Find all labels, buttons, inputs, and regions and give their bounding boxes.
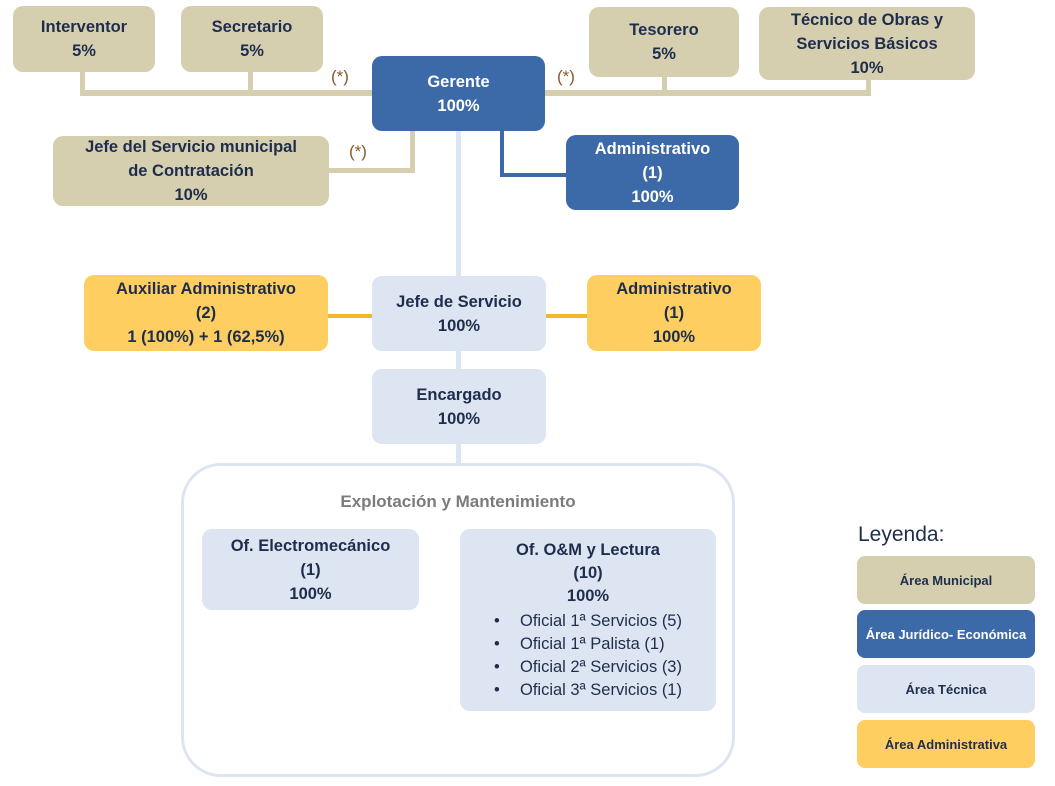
connector-municipal-bus-right	[544, 90, 871, 96]
node-count: (2)	[195, 304, 217, 322]
node-title: Auxiliar Administrativo	[115, 280, 296, 298]
node-tecnico-obras: Técnico de Obras y Servicios Básicos 10%	[759, 7, 975, 80]
connector-interventor	[80, 72, 85, 94]
node-percentage: 5%	[652, 45, 676, 63]
node-title-line-2: de Contratación	[128, 162, 254, 180]
asterisk-note-contratacion: (*)	[349, 142, 367, 161]
bullet-icon: •	[494, 635, 500, 653]
connector-auxiliar	[327, 314, 373, 318]
list-item: • Oficial 1ª Servicios (5)	[494, 610, 682, 633]
list-item-label: Oficial 2ª Servicios (3)	[520, 658, 682, 676]
node-title: Administrativo	[594, 139, 711, 158]
connector-contratacion-horizontal	[328, 168, 415, 173]
node-title: Jefe de Servicio	[396, 292, 522, 311]
node-percentage: 10%	[850, 58, 884, 77]
node-secretario: Secretario 5%	[181, 6, 323, 72]
connector-encargado-group	[456, 443, 461, 465]
list-item-label: Oficial 3ª Servicios (1)	[520, 681, 682, 699]
staff-breakdown-list: • Oficial 1ª Servicios (5) • Oficial 1ª Pa…	[494, 610, 682, 702]
legend-title: Leyenda:	[858, 523, 945, 546]
legend-item-area-tecnica: Área Técnica	[857, 665, 1035, 713]
node-administrativo-juridico: Administrativo (1) 100%	[566, 135, 739, 210]
connector-secretario	[248, 72, 253, 94]
list-item: • Oficial 2ª Servicios (3)	[494, 656, 682, 679]
node-title-line-1: Jefe del Servicio municipal	[85, 138, 297, 156]
legend-item-area-municipal: Área Municipal	[857, 556, 1035, 604]
legend-item-area-juridico-economica: Área Jurídico- Económica	[857, 610, 1035, 658]
node-percentage: 5%	[72, 42, 96, 60]
node-percentage: 100%	[566, 587, 610, 605]
node-title: Tesorero	[629, 21, 699, 39]
node-percentage: 10%	[174, 186, 208, 204]
connector-tecnico-obras	[866, 80, 871, 94]
connector-municipal-bus-left	[80, 90, 373, 96]
node-percentage: 100%	[631, 187, 674, 206]
node-count: (1)	[300, 560, 321, 579]
node-interventor: Interventor 5%	[13, 6, 155, 72]
node-count: (1)	[663, 304, 685, 322]
list-item-label: Oficial 1ª Servicios (5)	[520, 612, 682, 630]
node-om-lectura: Of. O&M y Lectura (10) 100% • Oficial 1ª …	[460, 529, 716, 711]
node-title: Gerente	[427, 72, 490, 91]
node-title: Of. Electromecánico	[230, 536, 391, 555]
list-item: • Oficial 1ª Palista (1)	[494, 633, 682, 656]
node-percentage: 100%	[652, 328, 696, 346]
node-administrativo-administrativa: Administrativo (1) 100%	[587, 275, 761, 351]
connector-gerente-jefe	[456, 130, 461, 276]
node-percentage: 1 (100%) + 1 (62,5%)	[127, 328, 285, 346]
node-auxiliar-administrativo: Auxiliar Administrativo (2) 1 (100%) + 1…	[84, 275, 328, 351]
node-percentage: 5%	[240, 42, 264, 60]
list-item: • Oficial 3ª Servicios (1)	[494, 679, 682, 702]
node-jefe-contratacion: Jefe del Servicio municipal de Contratac…	[53, 136, 329, 206]
node-title-line-1: Técnico de Obras y	[790, 10, 944, 29]
node-count: (1)	[642, 163, 663, 182]
node-title: Secretario	[211, 18, 293, 36]
node-title: Interventor	[40, 18, 128, 36]
node-percentage: 100%	[437, 316, 481, 335]
node-tesorero: Tesorero 5%	[589, 7, 739, 77]
connector-administrativo-vertical	[500, 130, 504, 177]
node-electromecanico: Of. Electromecánico (1) 100%	[202, 529, 419, 610]
connector-administrativo-adm	[545, 314, 588, 318]
node-gerente: Gerente 100%	[372, 56, 545, 131]
group-title: Explotación y Mantenimiento	[340, 492, 576, 511]
bullet-icon: •	[494, 681, 500, 699]
node-jefe-servicio: Jefe de Servicio 100%	[372, 276, 546, 351]
list-item-label: Oficial 1ª Palista (1)	[520, 635, 665, 653]
node-percentage: 100%	[437, 96, 480, 115]
connector-administrativo-horizontal	[500, 173, 568, 177]
node-encargado: Encargado 100%	[372, 369, 546, 444]
asterisk-note-right: (*)	[557, 67, 575, 86]
node-title: Encargado	[416, 385, 502, 404]
node-count: (10)	[573, 564, 603, 582]
connector-jefe-encargado	[456, 350, 461, 370]
node-title: Of. O&M y Lectura	[516, 541, 660, 559]
node-percentage: 100%	[289, 584, 332, 603]
node-title-line-2: Servicios Básicos	[796, 34, 938, 53]
node-title: Administrativo	[616, 280, 732, 298]
bullet-icon: •	[494, 658, 500, 676]
connector-contratacion-vertical	[410, 130, 415, 172]
bullet-icon: •	[494, 612, 500, 630]
asterisk-note-left: (*)	[331, 67, 349, 86]
legend-item-area-administrativa: Área Administrativa	[857, 720, 1035, 768]
node-percentage: 100%	[437, 409, 481, 428]
connector-tesorero	[662, 77, 667, 94]
